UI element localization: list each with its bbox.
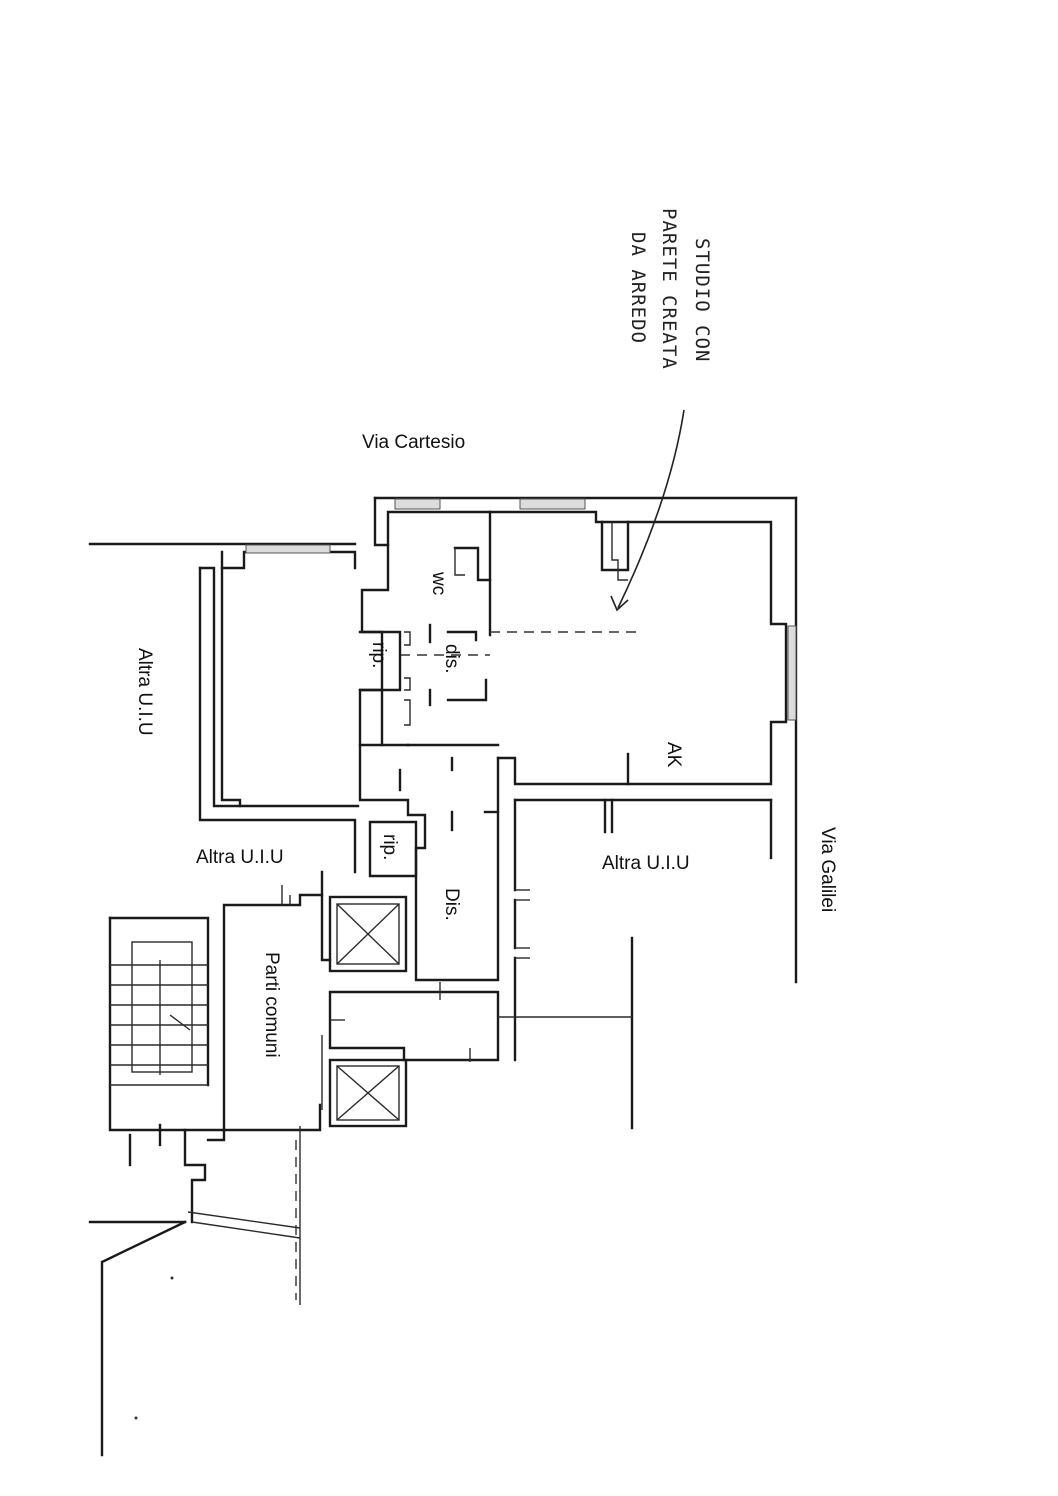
handwritten-annotation: STUDIO CON PARETE CREATA DA ARREDO [627, 208, 713, 370]
room-label-rip-top: rip. [368, 642, 389, 668]
room-label-rip-bottom: rip. [379, 834, 400, 860]
right-unit-walls [498, 798, 773, 1130]
annotation-arrow [610, 409, 685, 612]
street-label-right: Via Galilei [817, 827, 838, 912]
window [394, 498, 441, 510]
left-unit-walls [198, 544, 360, 874]
annotation-line-1: STUDIO CON [691, 238, 713, 362]
lift-shaft-lower [328, 1058, 408, 1128]
window [245, 544, 331, 554]
room-label-common-parts: Parti comuni [261, 952, 282, 1058]
common-parts-walls [222, 870, 500, 1305]
annotation-line-3: DA ARREDO [627, 232, 649, 344]
corridor-walls [358, 743, 500, 982]
other-unit-label-bottom-left: Altra U.I.U [196, 847, 284, 868]
room-label-ak: AK [663, 742, 684, 768]
wc-block [358, 543, 492, 747]
staircase [108, 916, 226, 1224]
lower-perimeter [88, 1211, 301, 1457]
room-label-dis-large: Dis. [441, 888, 462, 921]
annotation-line-2: PARETE CREATA [658, 208, 680, 370]
room-label-wc: wc [428, 571, 449, 595]
window [519, 498, 586, 510]
window [787, 625, 797, 721]
other-unit-label-left: Altra U.I.U [134, 648, 155, 736]
lift-shaft-upper [328, 895, 408, 973]
street-label-top: Via Cartesio [362, 432, 465, 453]
other-unit-label-right: Altra U.I.U [602, 853, 690, 874]
main-apartment-walls [373, 496, 797, 786]
street-boundaries [88, 496, 798, 984]
room-label-dis-small: dis. [441, 644, 462, 674]
